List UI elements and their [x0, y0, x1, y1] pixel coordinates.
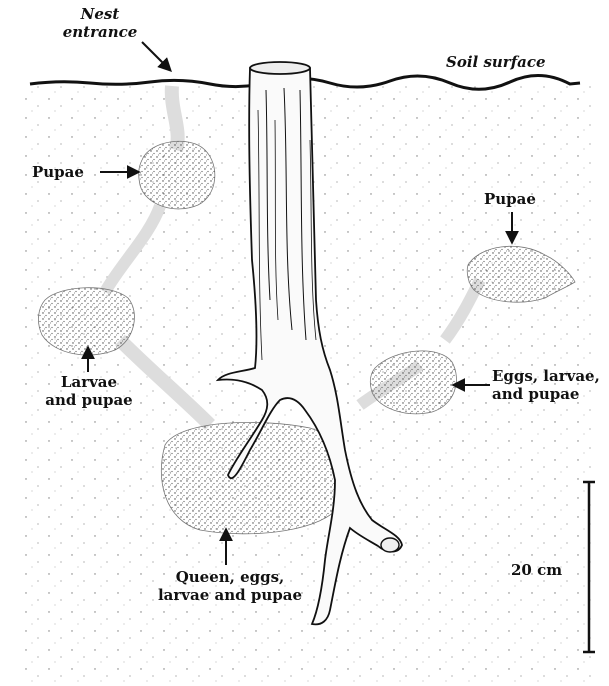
scale-label: 20 cm: [511, 561, 562, 579]
larvae-pupae-line1: Larvae: [34, 373, 144, 391]
queen-line1: Queen, eggs,: [150, 568, 310, 586]
queen-line2: larvae and pupae: [150, 586, 310, 604]
nest-entrance-label: Nest entrance: [55, 5, 145, 41]
pupae-left-label: Pupae: [32, 163, 84, 181]
pupae-right-label: Pupae: [484, 190, 536, 208]
eggs-line2: and pupae: [492, 385, 600, 403]
larvae-pupae-line2: and pupae: [34, 391, 144, 409]
eggs-larvae-pupae-label: Eggs, larvae, and pupae: [492, 367, 600, 403]
nest-entrance-line2: entrance: [55, 23, 145, 41]
queen-label: Queen, eggs, larvae and pupae: [150, 568, 310, 604]
eggs-line1: Eggs, larvae,: [492, 367, 600, 385]
larvae-pupae-label: Larvae and pupae: [34, 373, 144, 409]
nest-entrance-line1: Nest: [55, 5, 145, 23]
chamber-larvae-pupae: [38, 288, 134, 355]
chamber-pupae-upper-left: [139, 141, 215, 209]
soil-surface-label: Soil surface: [446, 53, 546, 71]
